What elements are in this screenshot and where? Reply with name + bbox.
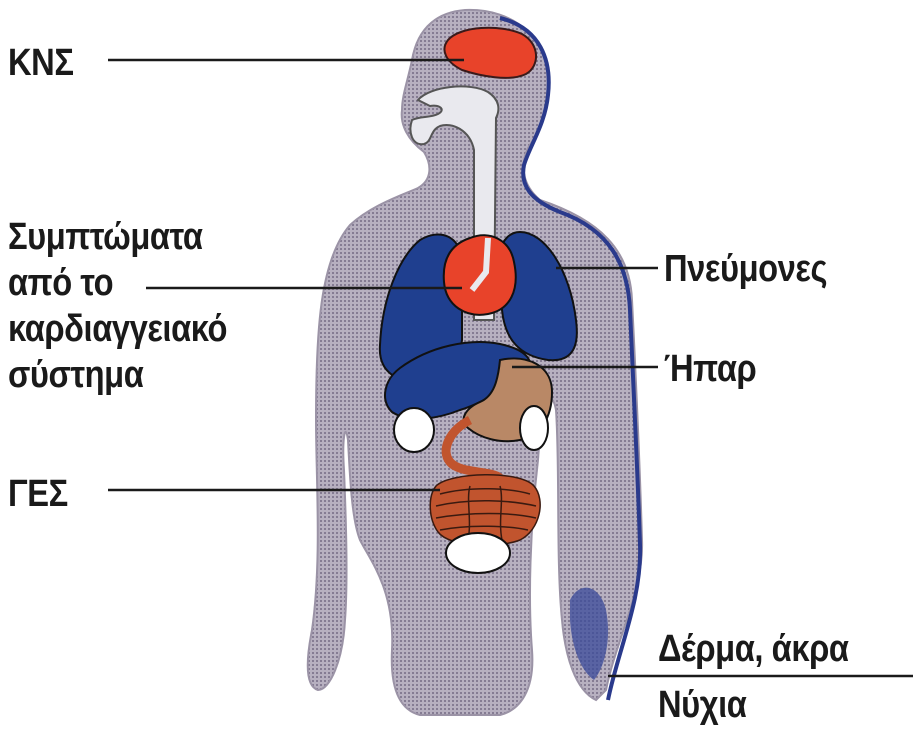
right-kidney	[520, 406, 548, 450]
label-cardiovascular: Συμπτώματα από το καρδιαγγειακό σύστημα	[8, 214, 227, 398]
left-kidney	[394, 408, 434, 452]
label-lungs: Πνεύμονες	[664, 246, 827, 292]
label-ges: ΓΕΣ	[8, 471, 68, 517]
label-cardio-line4: σύστημα	[8, 352, 227, 398]
label-cns: ΚΝΣ	[8, 40, 74, 86]
label-cardio-line2: από το	[8, 260, 227, 306]
heart	[444, 235, 516, 314]
label-nails: Νύχια	[658, 682, 746, 728]
bladder	[446, 533, 510, 573]
label-cardio-line1: Συμπτώματα	[8, 214, 227, 260]
label-liver: Ήπαρ	[664, 346, 756, 392]
label-cardio-line3: καρδιαγγειακό	[8, 306, 227, 352]
label-skin-extremities: Δέρμα, άκρα	[658, 626, 849, 672]
